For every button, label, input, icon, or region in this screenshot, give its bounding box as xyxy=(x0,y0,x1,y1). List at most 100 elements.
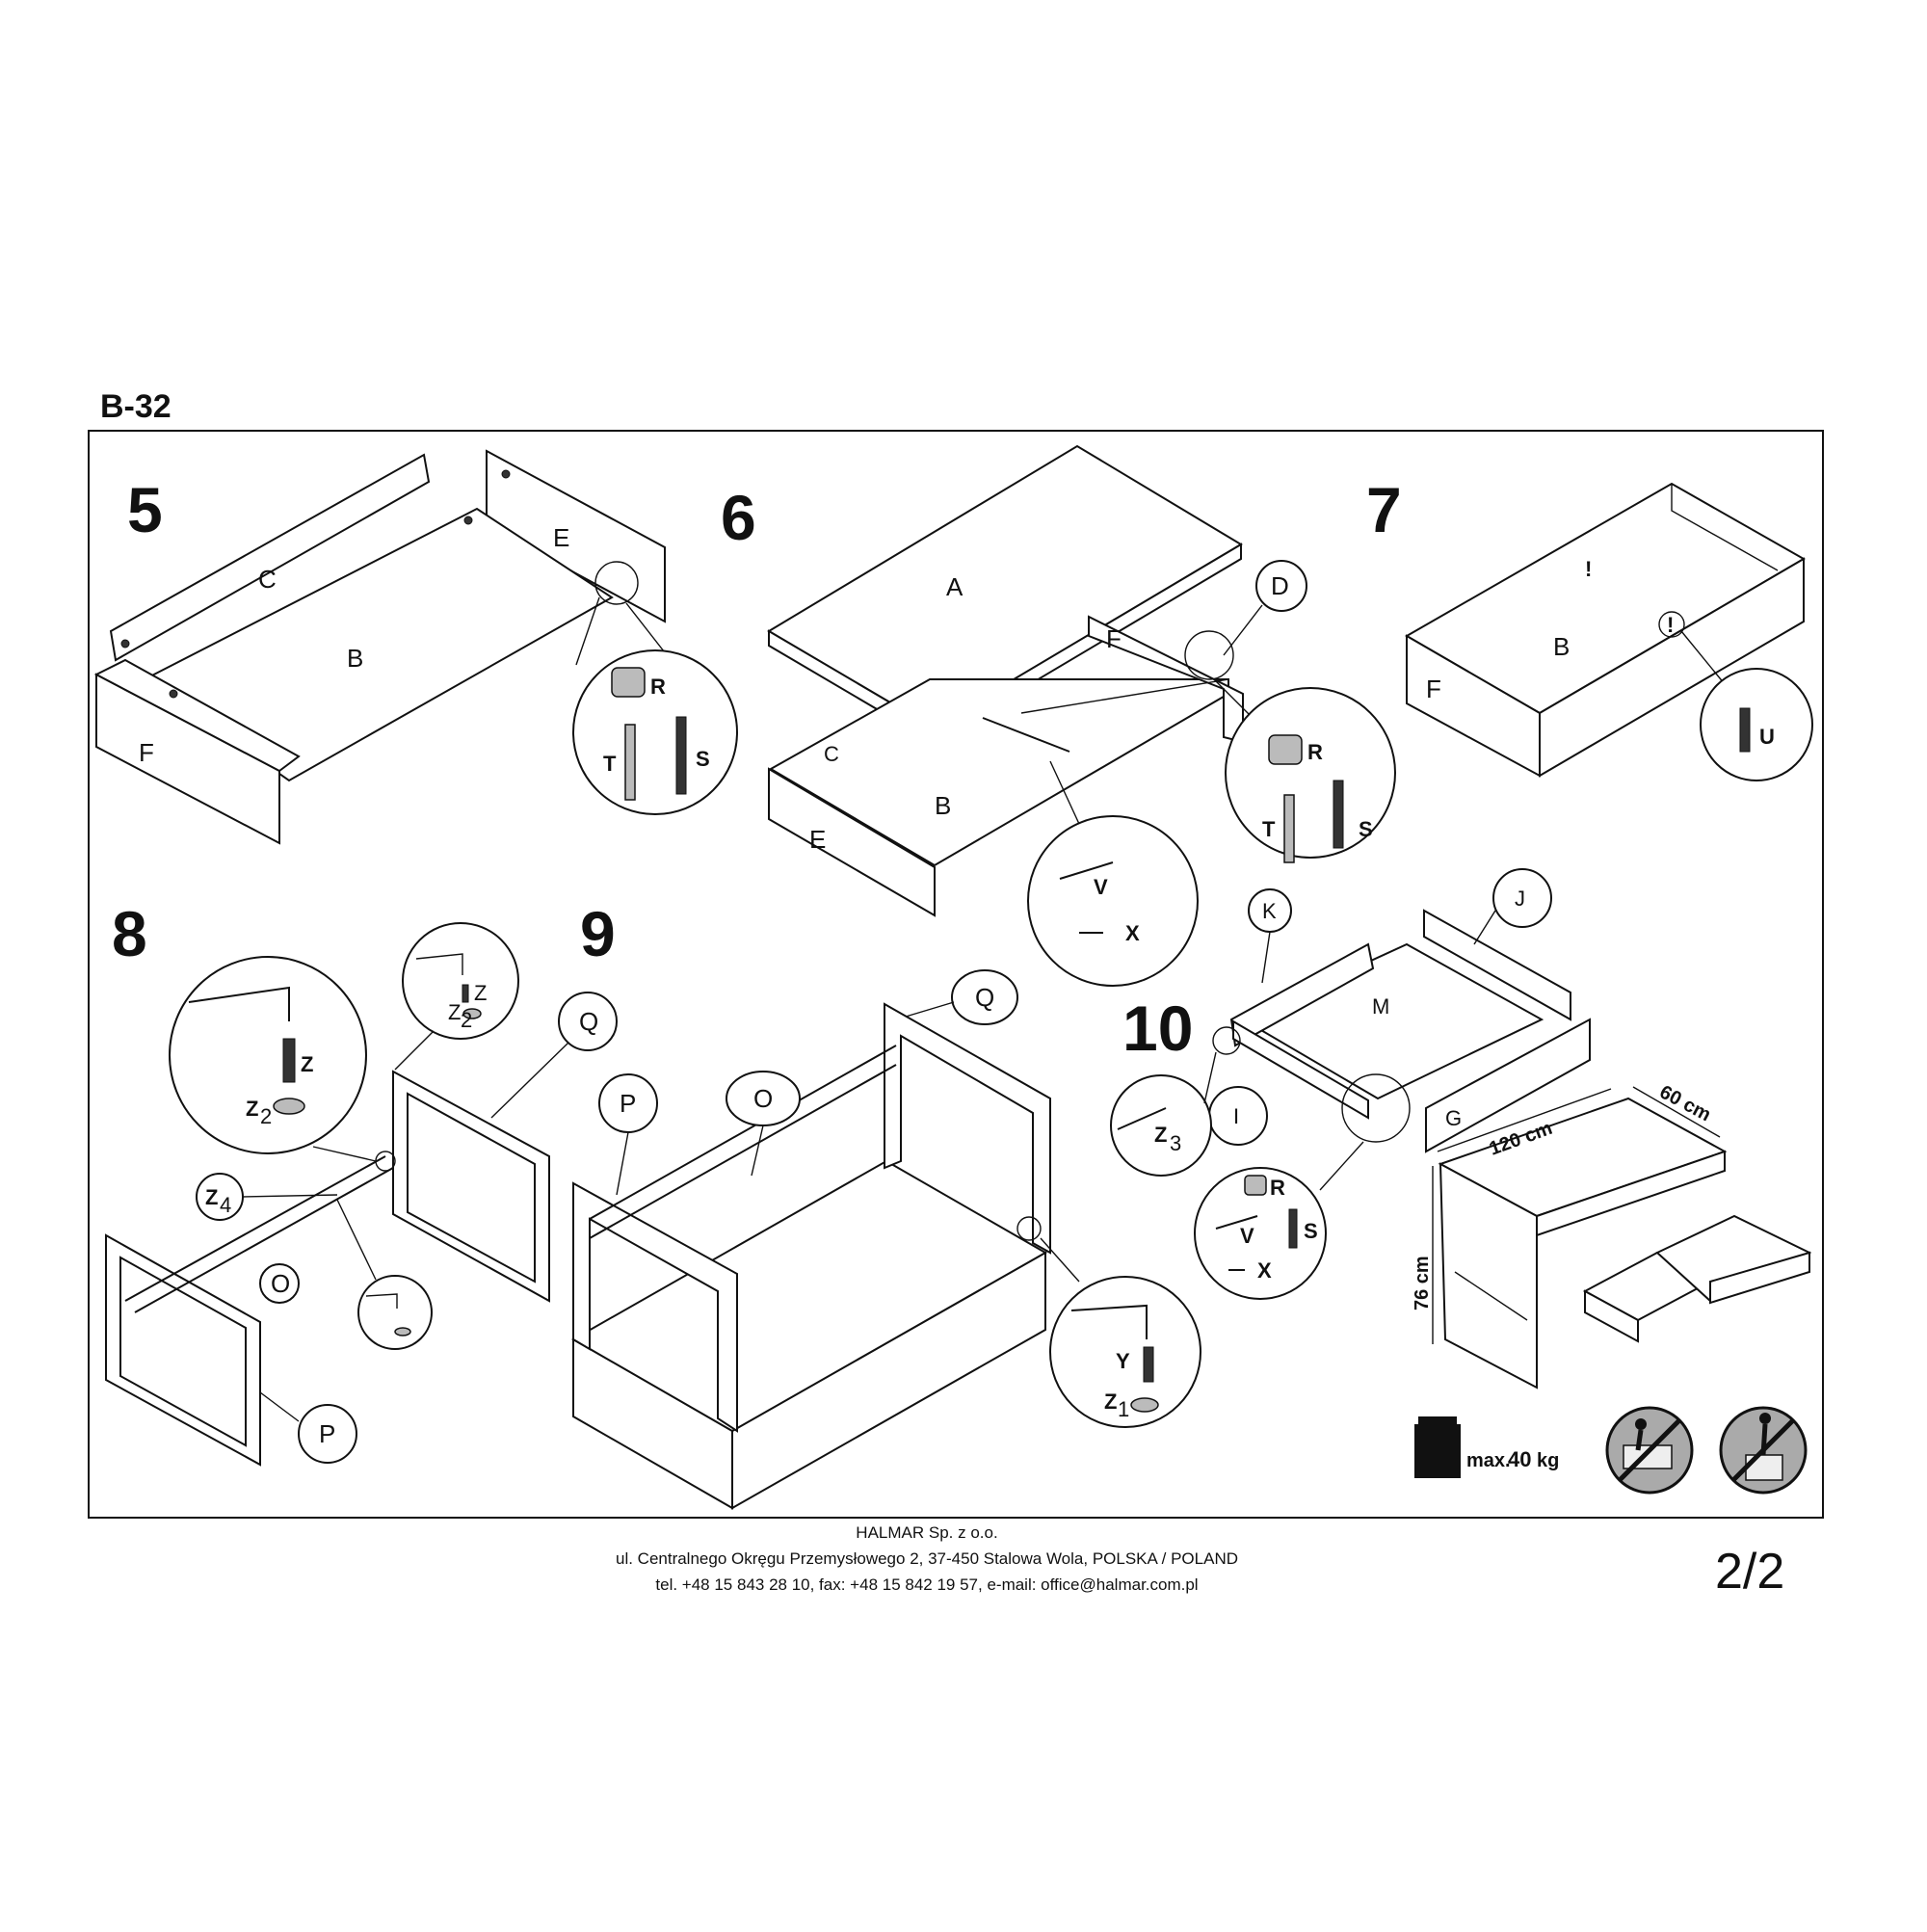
allen-key-icon xyxy=(415,953,463,975)
washer-icon xyxy=(394,1327,411,1337)
screw-icon xyxy=(1333,780,1344,849)
load-prefix: max. xyxy=(1466,1450,1511,1471)
frame-q xyxy=(884,1002,1051,1255)
step-7: 7 B F ! ! U xyxy=(1366,474,1813,781)
hardware-callout xyxy=(169,956,367,1154)
step-number: 5 xyxy=(127,474,163,545)
panel-f-top xyxy=(93,658,301,773)
dimension-height: 76 cm xyxy=(1412,1256,1433,1310)
part-label: A xyxy=(946,572,964,601)
hardware-callout xyxy=(402,922,519,1040)
part-label: G xyxy=(1445,1106,1462,1130)
hole xyxy=(501,469,511,479)
panel-j xyxy=(1423,909,1571,1021)
allen-key-icon xyxy=(365,1293,398,1309)
screw-icon xyxy=(282,1038,296,1083)
hardware-label: Y xyxy=(1116,1349,1130,1373)
footer-address: ul. Centralnego Okręgu Przemysłowego 2, … xyxy=(616,1549,1238,1568)
no-standing-icon xyxy=(1719,1406,1808,1495)
step-6: 6 A D F C B E R T S V X xyxy=(721,444,1396,987)
dimension-line-width xyxy=(1437,1088,1612,1152)
drawer-2-front xyxy=(1709,1251,1810,1305)
label-circle-p xyxy=(298,1404,357,1464)
part-label: Q xyxy=(579,1007,598,1036)
cam-lock-icon xyxy=(1244,1175,1267,1196)
detail-marker xyxy=(1016,1216,1042,1241)
hardware-label: X xyxy=(1257,1258,1272,1283)
hole xyxy=(120,639,130,648)
hardware-label: Z xyxy=(448,1000,461,1024)
panel-f xyxy=(1088,615,1244,744)
leader-line xyxy=(242,1194,338,1198)
step-8: 8 Z Z 2 Z Z 2 Q xyxy=(105,898,618,1467)
leader-line xyxy=(1040,1237,1080,1283)
hardware-label: Z xyxy=(205,1185,218,1209)
dowel-icon xyxy=(1288,1208,1298,1249)
subscript: 2 xyxy=(260,1104,272,1128)
part-label: D xyxy=(1271,571,1289,600)
beam-o-edge xyxy=(589,1064,897,1239)
subscript: 2 xyxy=(461,1008,472,1032)
hardware-label: V xyxy=(1094,875,1108,899)
label-circle-d xyxy=(1255,560,1307,612)
part-label: E xyxy=(553,523,569,552)
leader-line xyxy=(751,1125,764,1177)
panel-i xyxy=(1232,1019,1369,1120)
washer-icon xyxy=(1130,1397,1159,1413)
hardware-label: U xyxy=(1759,725,1775,749)
screw-icon xyxy=(1117,1107,1167,1130)
step-number: 9 xyxy=(580,898,616,969)
leader-line xyxy=(1213,678,1254,719)
rail-line xyxy=(1020,678,1229,714)
hardware-label: R xyxy=(650,675,666,699)
leader-line xyxy=(1203,1051,1217,1104)
part-label: Q xyxy=(975,983,994,1012)
footer-contact: tel. +48 15 843 28 10, fax: +48 15 842 1… xyxy=(655,1575,1198,1594)
step-number: 10 xyxy=(1122,992,1193,1064)
washer-icon xyxy=(462,1008,482,1019)
panel-side xyxy=(1539,557,1805,778)
part-label: K xyxy=(1262,899,1277,923)
beam-o xyxy=(589,1045,897,1220)
model-title: B-32 xyxy=(100,388,172,425)
hardware-label: R xyxy=(1270,1176,1285,1200)
dowel-icon xyxy=(624,724,636,801)
part-label: M xyxy=(1372,994,1389,1019)
leader-line xyxy=(312,1146,377,1162)
leader-line xyxy=(1223,604,1263,656)
part-label: B xyxy=(1553,632,1570,661)
screw-icon xyxy=(675,716,687,795)
leader-line xyxy=(259,1391,300,1422)
desk-top xyxy=(570,1159,1048,1433)
runner-line xyxy=(982,717,1070,753)
frame-brace xyxy=(1454,1271,1528,1321)
allen-key-icon xyxy=(188,986,290,1021)
detail-marker xyxy=(594,561,639,605)
leader-line xyxy=(1319,1141,1364,1191)
cam-lock-icon xyxy=(611,667,646,698)
part-label: P xyxy=(620,1089,636,1118)
part-label: F xyxy=(1426,675,1441,703)
panel-e xyxy=(486,449,666,623)
warning-mark: ! xyxy=(1667,613,1674,637)
load-unit: kg xyxy=(1537,1450,1559,1471)
desk-leg-left xyxy=(1439,1162,1538,1389)
part-label: F xyxy=(1106,624,1122,653)
detail-marker xyxy=(1184,630,1234,680)
diagram-frame xyxy=(88,430,1824,1519)
footer-company: HALMAR Sp. z o.o. xyxy=(856,1523,997,1542)
leader-line xyxy=(616,1131,629,1196)
hardware-label: T xyxy=(603,752,617,776)
warning-marker xyxy=(1658,611,1685,638)
drawer-runner-icon xyxy=(1215,1215,1258,1230)
hardware-label: Z xyxy=(1154,1123,1167,1147)
label-circle-o xyxy=(259,1263,300,1304)
drawer-1-front xyxy=(1584,1289,1639,1343)
leader-line xyxy=(1473,910,1496,945)
step-9: 9 P O Q Y Z 1 xyxy=(570,898,1201,1510)
subscript: 4 xyxy=(220,1193,231,1217)
allen-key-icon xyxy=(1070,1304,1148,1339)
part-label: O xyxy=(753,1084,773,1113)
screw-icon xyxy=(1143,1346,1154,1383)
